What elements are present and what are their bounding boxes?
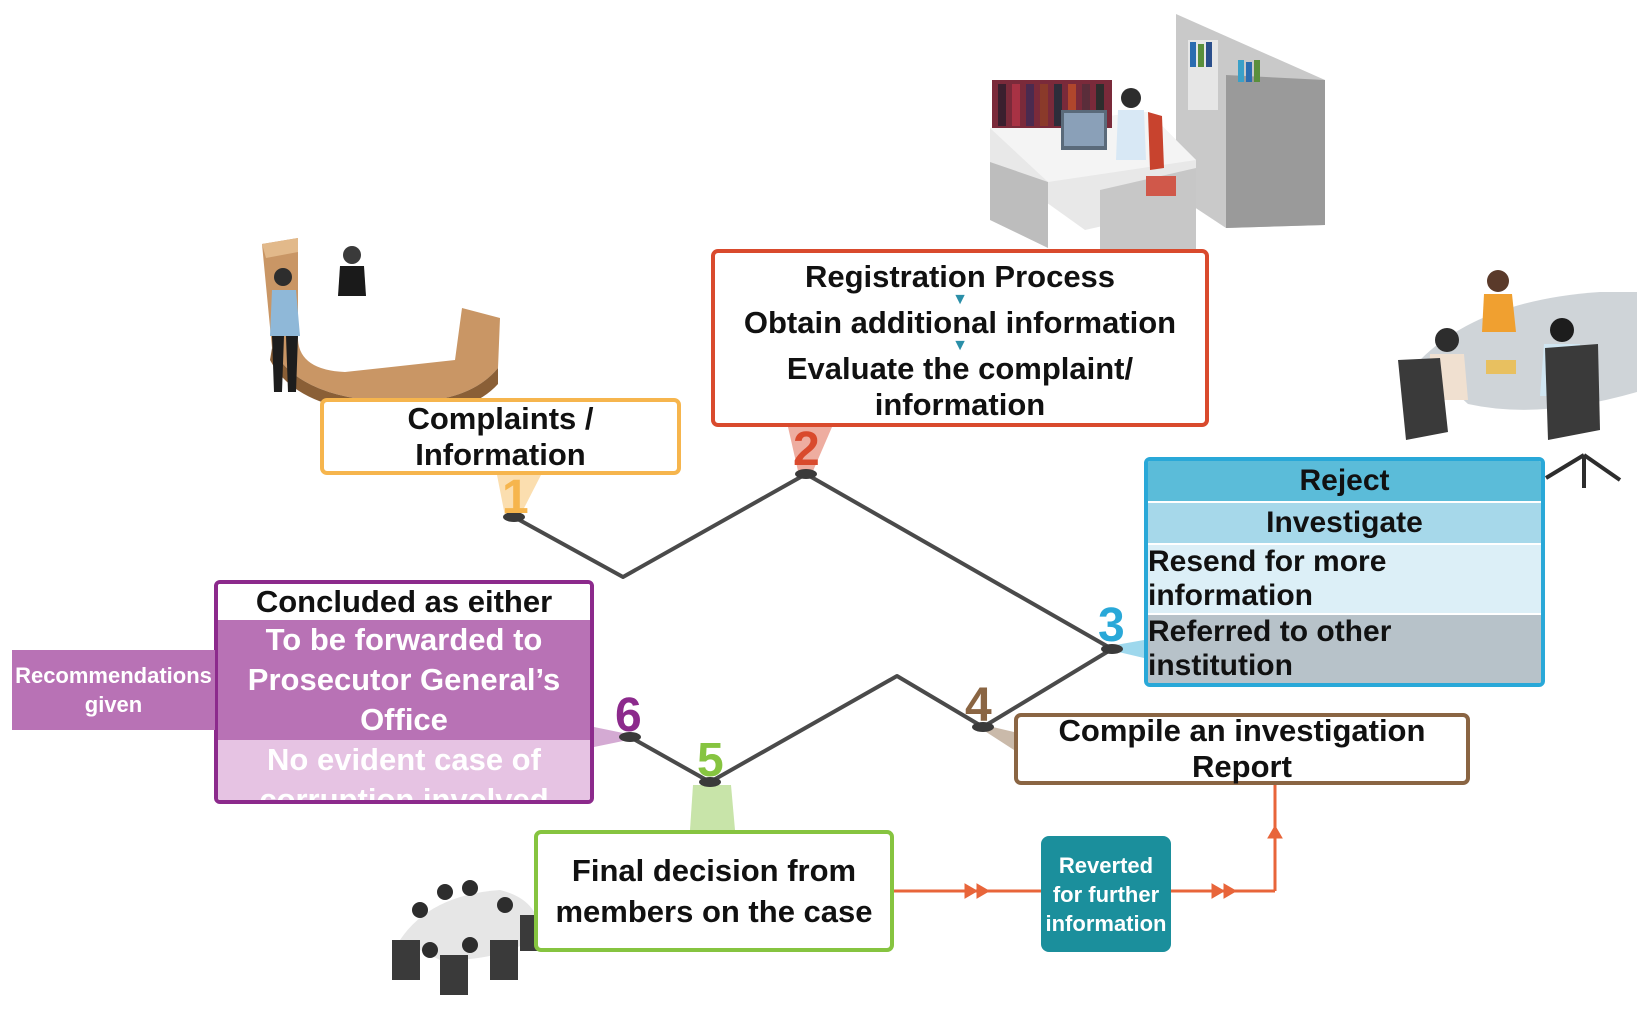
step6-option-no-case: No evident case of corruption involved — [218, 740, 590, 804]
step3-node — [1101, 644, 1123, 654]
step6-option1-line2: Prosecutor General’s Office — [247, 662, 561, 737]
step5-node — [699, 777, 721, 787]
step2-line-3: Evaluate the complaint/ information — [786, 351, 1134, 422]
step5-pointer — [690, 785, 735, 830]
step4-node — [972, 722, 994, 732]
step3-number: 3 — [1098, 599, 1125, 652]
step3-options-box: Reject Investigate Resend for more infor… — [1144, 457, 1545, 687]
step1-number: 1 — [502, 471, 529, 524]
step5-line-2: members on the case — [555, 894, 873, 929]
reverted-line3: information — [1045, 910, 1167, 936]
revert-flow-arrows — [894, 785, 1283, 899]
step6-conclusion-box: Concluded as either To be forwarded to P… — [214, 580, 594, 804]
step6-option2-line2: corruption involved — [259, 782, 549, 804]
process-path — [513, 472, 1114, 784]
meeting-table-illustration — [1392, 270, 1637, 506]
step4-number: 4 — [965, 679, 992, 732]
step3-pointer — [1110, 640, 1144, 658]
step5-decision-box: Final decision from members on the case — [534, 830, 894, 952]
step5-number: 5 — [697, 734, 724, 787]
step2-pointer — [788, 427, 832, 471]
step3-option-resend: Resend for more information — [1148, 545, 1541, 615]
office-worker-illustration — [990, 14, 1325, 272]
step2-line-2: Obtain additional information — [743, 305, 1177, 340]
step6-option1-line1: To be forwarded to — [265, 622, 543, 657]
reverted-for-information-box: Reverted for further information — [1041, 836, 1171, 952]
step5-line-1: Final decision from — [571, 853, 857, 888]
step3-option-investigate: Investigate — [1148, 503, 1541, 545]
step2-node — [795, 469, 817, 479]
step2-line-1: Registration Process — [804, 259, 1116, 294]
step6-option2-line1: No evident case of — [267, 742, 541, 777]
step4-label: Compile an investigation Report — [1058, 713, 1426, 784]
step6-pointer — [594, 727, 628, 747]
recommendations-line1: Recommendations — [15, 663, 212, 688]
recommendations-given-label: Recommendations given — [12, 650, 215, 730]
reception-desk-illustration — [262, 238, 500, 415]
step3-option-reject: Reject — [1148, 461, 1541, 503]
step6-heading: Concluded as either — [218, 584, 590, 620]
down-arrow-icon: ▼ — [952, 291, 968, 308]
step1-pointer — [497, 475, 541, 516]
reverted-line1: Reverted — [1058, 852, 1154, 878]
step6-option-prosecutor: To be forwarded to Prosecutor General’s … — [218, 620, 590, 740]
recommendations-line2: given — [84, 692, 143, 717]
down-arrow-icon: ▼ — [952, 337, 968, 354]
step1-complaints-box: Complaints / Information — [320, 398, 681, 475]
step2-registration-box: Registration Process ▼ Obtain additional… — [711, 249, 1209, 427]
reverted-line2: for further — [1052, 881, 1160, 907]
step1-label: Complaints / Information — [407, 400, 594, 472]
step2-number: 2 — [793, 423, 820, 476]
step6-node — [619, 732, 641, 742]
step4-report-box: Compile an investigation Report — [1014, 713, 1470, 785]
step6-number: 6 — [615, 689, 642, 742]
step3-option-referred: Referred to other institution — [1148, 615, 1541, 683]
step1-node — [503, 512, 525, 522]
